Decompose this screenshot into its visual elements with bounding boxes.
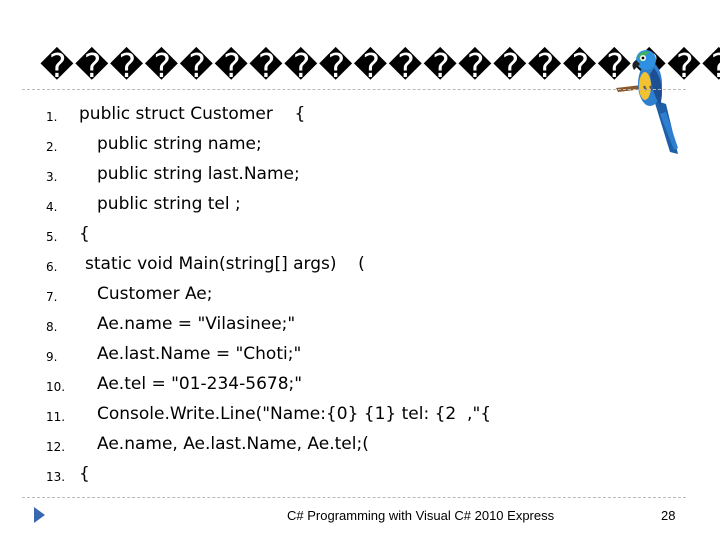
line-number: 5.	[46, 230, 58, 244]
code-text: public struct Customer {	[79, 104, 306, 124]
code-line: 1. public struct Customer {	[0, 100, 600, 130]
code-line: 7. Customer Ae;	[0, 280, 600, 310]
code-line: 6. static void Main(string[] args) (	[0, 250, 600, 280]
line-number: 6.	[46, 260, 58, 274]
code-line: 2. public string name;	[0, 130, 600, 160]
code-text: Ae.last.Name = "Choti;"	[97, 344, 302, 364]
code-text: Ae.name = "Vilasinee;"	[97, 314, 296, 334]
code-text: Ae.name, Ae.last.Name, Ae.tel;(	[97, 434, 369, 454]
footer-text: C# Programming with Visual C# 2010 Expre…	[287, 508, 555, 523]
code-text: static void Main(string[] args) (	[85, 254, 365, 274]
line-number: 8.	[46, 320, 58, 334]
line-number: 4.	[46, 200, 58, 214]
code-text: Customer Ae;	[97, 284, 213, 304]
line-number: 10.	[46, 380, 66, 394]
code-line: 4. public string tel ;	[0, 190, 600, 220]
code-line: 11. Console.Write.Line("Name:{0} {1} tel…	[0, 400, 600, 430]
page-number: 28	[661, 508, 676, 523]
code-line: 9. Ae.last.Name = "Choti;"	[0, 340, 600, 370]
code-text: public string tel ;	[97, 194, 241, 214]
line-number: 1.	[46, 110, 58, 124]
line-number: 3.	[46, 170, 58, 184]
title-divider	[22, 89, 686, 90]
code-line: 13. {	[0, 460, 600, 490]
code-text: public string name;	[97, 134, 262, 154]
line-number: 7.	[46, 290, 58, 304]
code-line: 5. {	[0, 220, 600, 250]
play-icon	[34, 507, 45, 523]
line-number: 13.	[46, 470, 66, 484]
line-number: 11.	[46, 410, 66, 424]
code-line: 3. public string last.Name;	[0, 160, 600, 190]
line-number: 2.	[46, 140, 58, 154]
slide-title: ����������������������	[40, 46, 720, 85]
code-text: Ae.tel = "01-234-5678;"	[97, 374, 303, 394]
code-text: {	[79, 464, 90, 484]
code-line: 12. Ae.name, Ae.last.Name, Ae.tel;(	[0, 430, 600, 460]
line-number: 12.	[46, 440, 66, 454]
code-text: public string last.Name;	[97, 164, 300, 184]
footer-divider	[22, 497, 686, 498]
code-line: 10. Ae.tel = "01-234-5678;"	[0, 370, 600, 400]
code-line: 8. Ae.name = "Vilasinee;"	[0, 310, 600, 340]
code-text: {	[79, 224, 90, 244]
line-number: 9.	[46, 350, 58, 364]
code-text: Console.Write.Line("Name:{0} {1} tel: {2…	[97, 404, 492, 424]
parrot-icon	[616, 50, 678, 154]
